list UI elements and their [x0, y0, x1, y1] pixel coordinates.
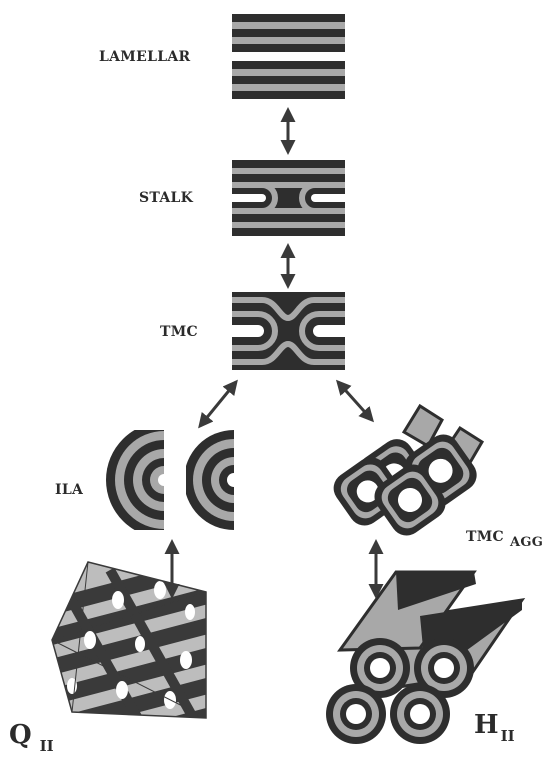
tmc-diagram: [232, 292, 345, 370]
label-stalk: STALK: [139, 190, 194, 206]
stalk-diagram: [232, 160, 345, 236]
lamellar-diagram: [232, 14, 345, 99]
arrow-tmc-ila: [198, 379, 238, 429]
arrow-tmc-tmcagg: [335, 379, 375, 423]
label-tmc: TMC: [160, 324, 198, 340]
label-q2: Q II: [9, 720, 54, 754]
label-tmc-agg-main: TMC: [466, 529, 504, 545]
h2-tube-end: [414, 638, 474, 698]
transition-arrows: [164, 107, 384, 599]
ila-diagram: [106, 430, 234, 530]
h2-tube-end: [326, 684, 386, 744]
tmc-agg-diagram: [333, 403, 485, 536]
label-tmc-agg-sub: AGG: [509, 535, 544, 550]
label-q2-main: Q: [9, 720, 32, 750]
label-ila: ILA: [55, 482, 84, 498]
h2-hexagonal-diagram: [326, 570, 526, 744]
label-tmc-agg: TMC AGG: [466, 529, 543, 549]
q2-cubic-diagram: [51, 561, 207, 719]
h2-tube-end: [350, 638, 410, 698]
label-q2-sub: II: [39, 737, 54, 755]
h2-tube-end: [390, 684, 450, 744]
label-h2-main: H: [474, 710, 499, 740]
label-lamellar: LAMELLAR: [99, 49, 191, 65]
label-h2-sub: II: [500, 727, 515, 745]
